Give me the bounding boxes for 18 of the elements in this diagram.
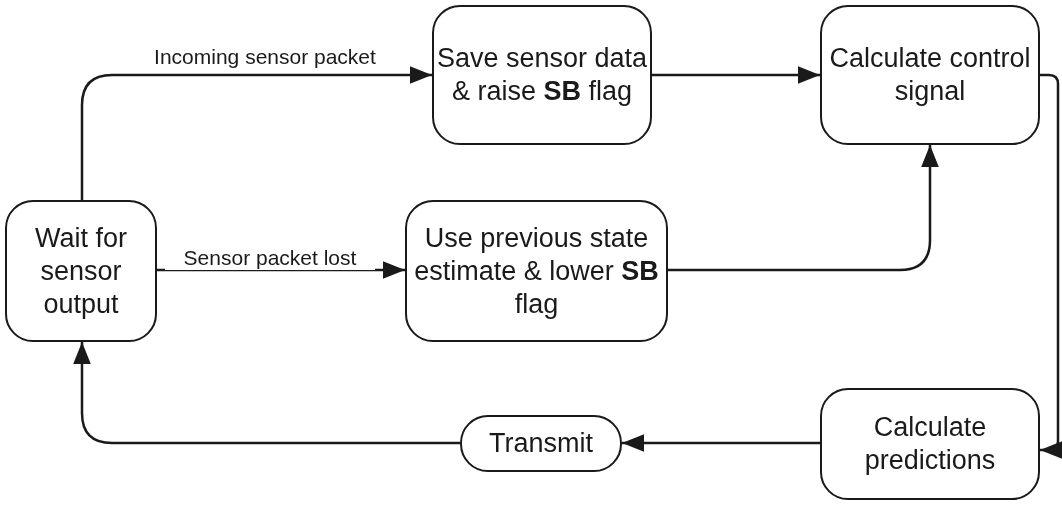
arrow <box>622 434 820 452</box>
arrow <box>157 261 405 279</box>
arrow <box>652 66 820 84</box>
node-text: Wait for sensor output <box>34 221 128 321</box>
arrow <box>80 66 432 200</box>
process-box <box>460 415 622 472</box>
node-text: Transmit <box>489 427 593 460</box>
node-text: Calculate control signal <box>828 42 1032 108</box>
arrow <box>668 145 939 272</box>
process-box <box>820 5 1040 145</box>
process-box <box>432 5 652 145</box>
node-text: Calculate predictions <box>863 411 997 477</box>
node-text: Save sensor data & raise SB flag <box>435 42 649 108</box>
process-box <box>820 388 1040 500</box>
process-box <box>5 200 157 342</box>
process-box <box>405 200 668 342</box>
node-text: Use previous state estimate & lower SB flag <box>413 221 660 321</box>
arrow <box>73 342 460 445</box>
